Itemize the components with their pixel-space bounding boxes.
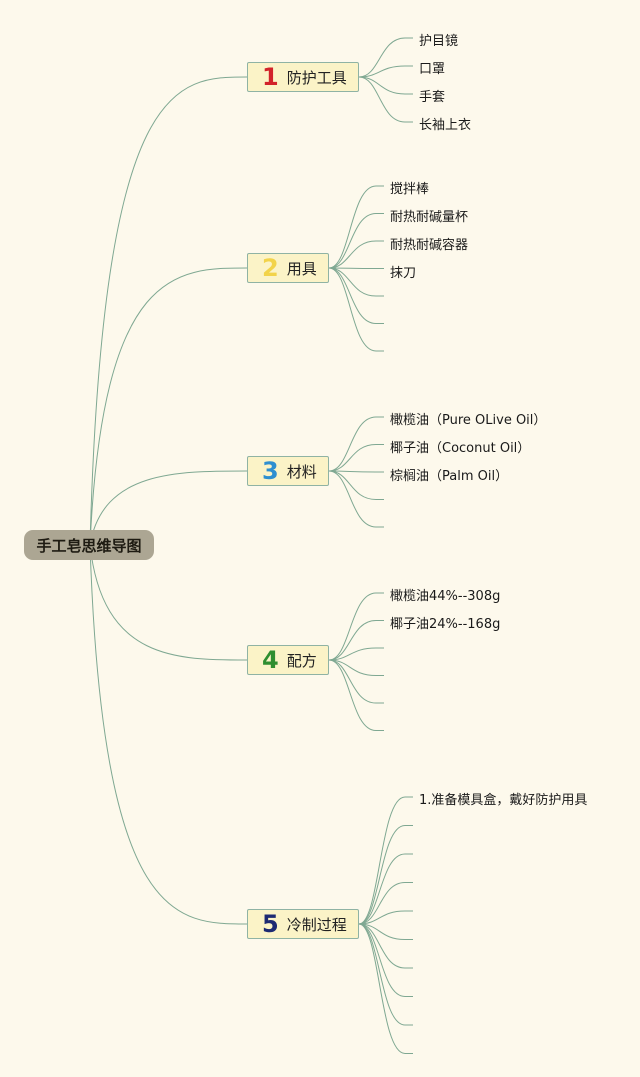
root-connector bbox=[89, 267, 248, 546]
leaf-connector bbox=[358, 825, 406, 925]
leaf-connector bbox=[358, 76, 406, 123]
root-connector bbox=[89, 76, 248, 546]
leaf-connector bbox=[358, 923, 406, 1054]
leaf-item[interactable]: 长袖上衣 bbox=[419, 118, 472, 133]
leaf-item[interactable]: 搅拌棒 bbox=[390, 182, 430, 197]
branch-number-4: 4 bbox=[262, 646, 279, 674]
root-label: 手工皂思维导图 bbox=[36, 536, 142, 555]
branch-number-5: 5 bbox=[262, 910, 279, 938]
leaf-connector bbox=[328, 267, 377, 324]
leaf-item[interactable]: 棕榈油（Palm Oil） bbox=[390, 469, 509, 484]
leaf-item[interactable]: 口罩 bbox=[419, 62, 446, 77]
leaf-connector bbox=[358, 853, 406, 925]
leaf-item[interactable]: 1.准备模具盒，戴好防护用具 bbox=[419, 793, 588, 808]
branch-label-2: 用具 bbox=[286, 259, 317, 278]
root-connector bbox=[89, 470, 248, 546]
leaf-connector bbox=[358, 923, 406, 997]
leaf-connector bbox=[328, 416, 377, 472]
leaf-connector bbox=[328, 444, 377, 472]
branch-node-1[interactable]: 1 防护工具 bbox=[247, 62, 359, 92]
leaf-connector bbox=[358, 65, 406, 78]
branch-number-3: 3 bbox=[262, 457, 279, 485]
leaf-connector bbox=[328, 267, 377, 352]
leaf-connector bbox=[328, 240, 377, 269]
leaf-item[interactable]: 耐热耐碱容器 bbox=[390, 238, 469, 253]
leaf-connector bbox=[328, 659, 377, 731]
leaf-connector bbox=[328, 267, 377, 269]
branch-label-3: 材料 bbox=[286, 462, 317, 481]
leaf-item[interactable]: 抹刀 bbox=[390, 266, 417, 281]
branch-label-1: 防护工具 bbox=[286, 68, 347, 87]
leaf-item[interactable]: 橄榄油（Pure OLive Oil） bbox=[390, 413, 547, 428]
leaf-connector bbox=[328, 659, 377, 704]
leaf-item[interactable]: 椰子油24%--168g bbox=[390, 617, 501, 632]
branch-label-4: 配方 bbox=[286, 651, 317, 670]
leaf-item[interactable]: 耐热耐碱量杯 bbox=[390, 210, 469, 225]
branch-node-4[interactable]: 4 配方 bbox=[247, 645, 329, 675]
leaf-item[interactable]: 护目镜 bbox=[419, 34, 459, 49]
leaf-connector bbox=[358, 910, 406, 925]
leaf-connector bbox=[358, 796, 406, 925]
leaf-connector bbox=[358, 882, 406, 925]
leaf-connector bbox=[328, 620, 377, 661]
branch-node-3[interactable]: 3 材料 bbox=[247, 456, 329, 486]
leaf-connector bbox=[358, 923, 406, 969]
leaf-item[interactable]: 橄榄油44%--308g bbox=[390, 589, 501, 604]
root-node[interactable]: 手工皂思维导图 bbox=[24, 530, 154, 560]
leaf-connector bbox=[358, 37, 406, 78]
root-connector bbox=[89, 544, 248, 661]
root-connector bbox=[89, 544, 248, 925]
leaf-connector bbox=[328, 470, 377, 528]
branch-number-2: 2 bbox=[262, 254, 279, 282]
branch-number-1: 1 bbox=[262, 63, 279, 91]
leaf-connector bbox=[328, 470, 377, 500]
branch-node-2[interactable]: 2 用具 bbox=[247, 253, 329, 283]
branch-label-5: 冷制过程 bbox=[286, 915, 347, 934]
leaf-item[interactable]: 手套 bbox=[419, 90, 446, 105]
leaf-connector bbox=[328, 592, 377, 661]
leaf-connector bbox=[328, 647, 377, 661]
leaf-connector bbox=[328, 213, 377, 269]
branch-node-5[interactable]: 5 冷制过程 bbox=[247, 909, 359, 939]
leaf-item[interactable]: 椰子油（Coconut Oil） bbox=[390, 441, 531, 456]
leaf-connector bbox=[328, 185, 377, 269]
